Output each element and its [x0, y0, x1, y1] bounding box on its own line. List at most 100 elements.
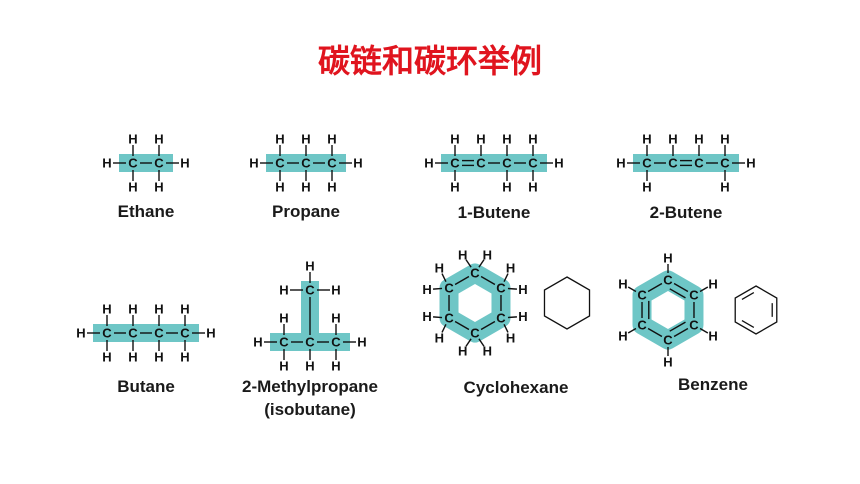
bond — [480, 275, 496, 286]
bond — [441, 323, 447, 333]
hydrogen-atom: H — [331, 359, 340, 374]
hydrogen-atom: H — [554, 156, 563, 171]
carbon-atom: C — [331, 335, 341, 350]
carbon-atom: C — [476, 156, 486, 171]
bond — [669, 321, 686, 332]
hydrogen-atom: H — [154, 132, 163, 147]
bond — [673, 282, 689, 293]
carbon-atom: C — [450, 156, 460, 171]
hydrogen-atom: H — [279, 359, 288, 374]
bond — [507, 287, 517, 290]
hydrogen-atom: H — [128, 350, 137, 365]
carbon-atom: C — [301, 156, 311, 171]
hydrogen-atom: H — [746, 156, 755, 171]
carbon-chain-highlight — [270, 333, 350, 351]
hydrogen-atom: H — [435, 261, 444, 276]
hydrogen-atom: H — [128, 302, 137, 317]
hydrogen-atom: H — [128, 180, 137, 195]
bond — [627, 286, 637, 293]
hydrogen-atom: H — [206, 326, 215, 341]
hydrogen-atom: H — [102, 156, 111, 171]
carbon-atom: C — [694, 156, 704, 171]
hydrogen-atom: H — [180, 302, 189, 317]
hydrogen-atom: H — [301, 180, 310, 195]
carbon-atom: C — [279, 335, 289, 350]
hydrogen-atom: H — [506, 330, 515, 345]
hydrogen-atom: H — [618, 329, 627, 344]
bond — [673, 327, 689, 338]
carbon-atom: C — [668, 156, 678, 171]
bond — [699, 286, 709, 293]
molecule-name: 2-Methylpropane — [242, 377, 378, 396]
hydrogen-atom: H — [518, 309, 527, 324]
hydrogen-atom: H — [180, 156, 189, 171]
hydrogen-atom: H — [154, 180, 163, 195]
hydrogen-atom: H — [642, 132, 651, 147]
hydrogen-atom: H — [357, 335, 366, 350]
molecule-name: Ethane — [118, 202, 175, 221]
carbon-atom: C — [637, 288, 647, 303]
hydrogen-atom: H — [450, 132, 459, 147]
skeletal-formula — [543, 276, 591, 330]
skeletal-double-bond — [741, 291, 755, 300]
carbon-atom: C — [154, 326, 164, 341]
hydrogen-atom: H — [458, 247, 467, 262]
bond — [433, 287, 443, 290]
carbon-atom: C — [470, 266, 480, 281]
bond — [627, 327, 637, 334]
carbon-atom: C — [275, 156, 285, 171]
bond — [465, 338, 472, 347]
hydrogen-atom: H — [476, 132, 485, 147]
skeletal-formula — [734, 285, 778, 335]
carbon-atom: C — [180, 326, 190, 341]
bond — [647, 327, 663, 338]
molecule-name: Propane — [272, 202, 340, 221]
hydrogen-atom: H — [502, 180, 511, 195]
bond — [478, 259, 485, 268]
hydrogen-atom: H — [279, 283, 288, 298]
carbon-chain-highlight — [266, 154, 346, 172]
molecule-name: Butane — [117, 377, 175, 396]
carbon-atom: C — [663, 333, 673, 348]
hydrogen-atom: H — [154, 302, 163, 317]
carbon-atom: C — [102, 326, 112, 341]
carbon-atom: C — [528, 156, 538, 171]
bond — [647, 282, 663, 293]
hydrogen-atom: H — [483, 247, 492, 262]
hydrogen-atom: H — [616, 156, 625, 171]
carbon-atom: C — [689, 288, 699, 303]
bond — [433, 316, 443, 319]
carbon-atom: C — [444, 281, 454, 296]
carbon-atom: C — [496, 311, 506, 326]
bond — [503, 273, 509, 283]
bond — [480, 320, 496, 331]
page-title: 碳链和碳环举例 — [317, 42, 542, 80]
hydrogen-atom: H — [331, 311, 340, 326]
hydrogen-atom: H — [720, 132, 729, 147]
carbon-atom: C — [128, 326, 138, 341]
molecule-name: 1-Butene — [458, 203, 531, 222]
hydrogen-atom: H — [708, 329, 717, 344]
carbon-atom: C — [444, 311, 454, 326]
bond — [507, 316, 517, 319]
hydrogen-atom: H — [128, 132, 137, 147]
carbon-atom: C — [496, 281, 506, 296]
bond — [699, 327, 709, 334]
hydrogen-atom: H — [506, 261, 515, 276]
hydrogen-atom: H — [618, 277, 627, 292]
hydrogen-atom: H — [422, 282, 431, 297]
molecule-alt-name: (isobutane) — [264, 400, 356, 419]
carbon-atom: C — [470, 326, 480, 341]
hydrogen-atom: H — [458, 344, 467, 359]
skeletal-hexagon — [543, 276, 591, 330]
hydrogen-atom: H — [663, 355, 672, 370]
hydrogen-atom: H — [102, 302, 111, 317]
bond — [503, 323, 509, 333]
carbon-atom: C — [128, 156, 138, 171]
hydrogen-atom: H — [76, 326, 85, 341]
carbon-ring-highlight — [439, 263, 511, 343]
